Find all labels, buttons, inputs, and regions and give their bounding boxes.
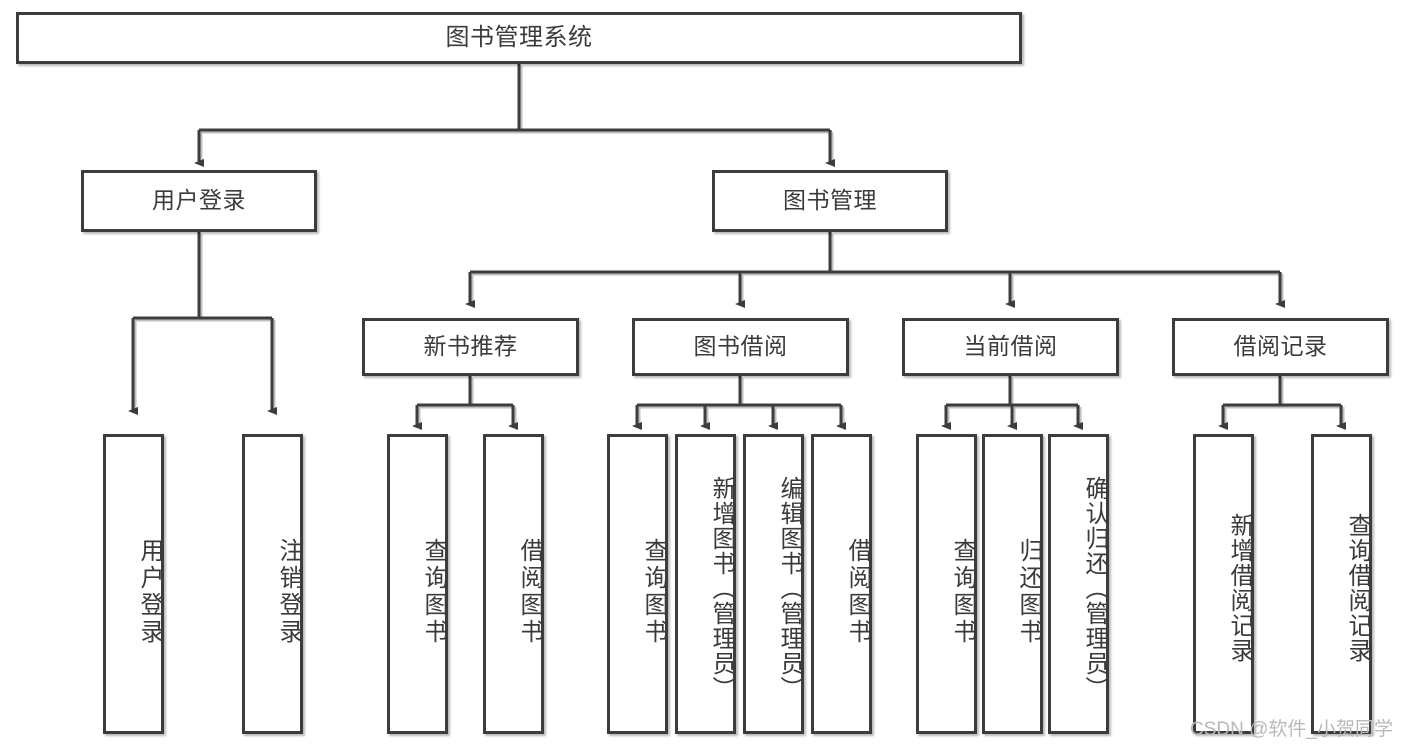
node-book-borrow[interactable]: 图书借阅 bbox=[632, 318, 849, 376]
leaf-records-add[interactable]: 新增借阅记录 bbox=[1193, 434, 1254, 734]
csdn-watermark: CSDN @软件_小贺同学 bbox=[1190, 719, 1393, 740]
leaf-new-book-borrow[interactable]: 借阅图书 bbox=[483, 434, 544, 734]
node-user-login[interactable]: 用户登录 bbox=[81, 170, 317, 232]
leaf-new-book-query[interactable]: 查询图书 bbox=[387, 434, 448, 734]
node-root-system[interactable]: 图书管理系统 bbox=[16, 12, 1022, 64]
leaf-book-borrow-borrow[interactable]: 借阅图书 bbox=[811, 434, 872, 734]
leaf-book-borrow-add-admin[interactable]: 新增图书（管理员） bbox=[675, 434, 736, 734]
leaf-current-borrow-query[interactable]: 查询图书 bbox=[916, 434, 977, 734]
node-new-book-recommend[interactable]: 新书推荐 bbox=[362, 318, 579, 376]
leaf-user-login-login[interactable]: 用户登录 bbox=[103, 434, 164, 734]
leaf-book-borrow-edit-admin[interactable]: 编辑图书（管理员） bbox=[743, 434, 804, 734]
leaf-book-borrow-query[interactable]: 查询图书 bbox=[607, 434, 668, 734]
leaf-current-borrow-confirm-admin[interactable]: 确认归还（管理员） bbox=[1048, 434, 1109, 734]
node-current-borrow[interactable]: 当前借阅 bbox=[902, 318, 1119, 376]
leaf-user-login-logout[interactable]: 注销登录 bbox=[242, 434, 303, 734]
leaf-records-query[interactable]: 查询借阅记录 bbox=[1311, 434, 1372, 734]
node-borrow-records[interactable]: 借阅记录 bbox=[1172, 318, 1389, 376]
node-book-management[interactable]: 图书管理 bbox=[712, 170, 948, 232]
leaf-current-borrow-return[interactable]: 归还图书 bbox=[982, 434, 1043, 734]
